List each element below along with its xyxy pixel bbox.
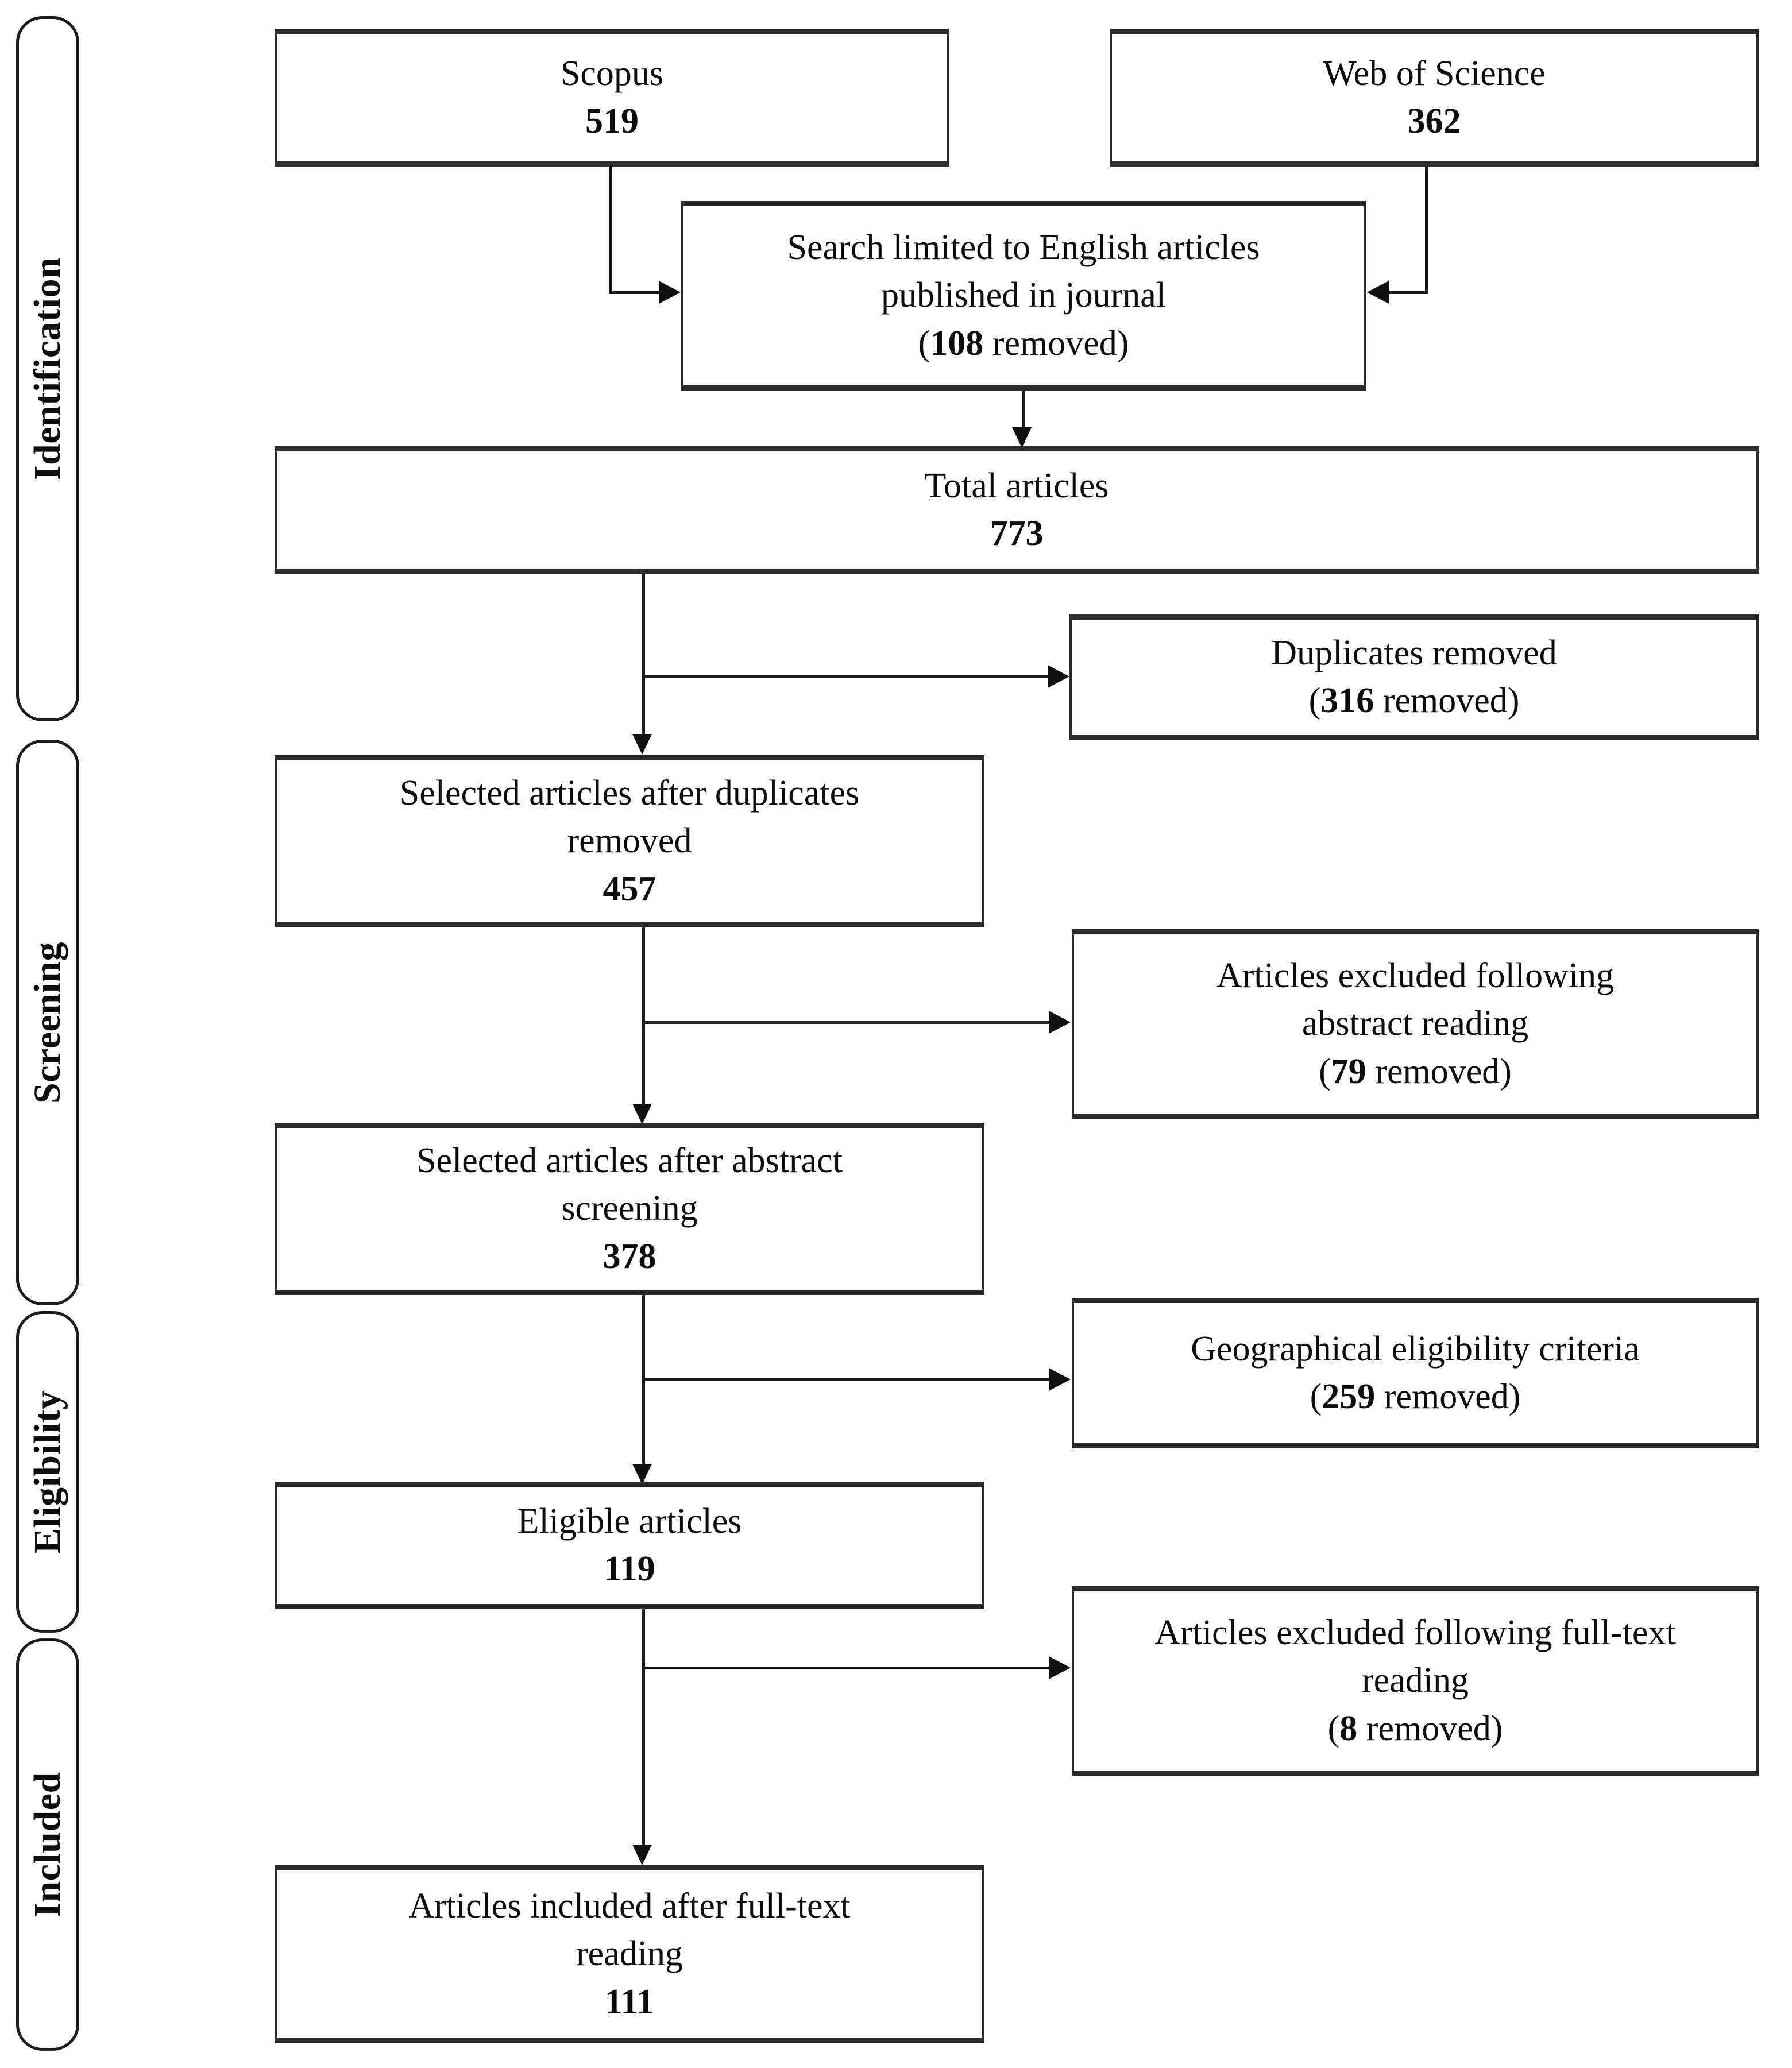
- box-geographical-eligibility: Geographical eligibility criteria (259 r…: [1072, 1298, 1759, 1448]
- stage-panel-included: Included: [16, 1638, 79, 2051]
- arrowhead-to-eligible-articles: [632, 1464, 652, 1485]
- connector-selected-dup-to-excluded: [642, 1021, 1051, 1024]
- excluded-abstract-removed-suffix: removed): [1366, 1052, 1512, 1091]
- box-included-fulltext-line-2: reading: [576, 1934, 683, 1974]
- box-excluded-fulltext: Articles excluded following full-text re…: [1072, 1586, 1759, 1776]
- geo-removed-count: 259: [1322, 1377, 1376, 1416]
- connector-eligible-vertical: [642, 1609, 645, 1849]
- arrowhead-to-excluded-abstract: [1049, 1011, 1071, 1034]
- arrowhead-to-included-fulltext: [632, 1845, 652, 1865]
- connector-wos-horizontal: [1389, 291, 1428, 294]
- arrowhead-to-selected-abstract: [632, 1104, 652, 1124]
- box-selected-after-abstract: Selected articles after abstract screeni…: [275, 1123, 984, 1295]
- geo-paren-open: (: [1310, 1377, 1322, 1416]
- box-total-articles: Total articles 773: [275, 446, 1759, 574]
- box-search-limited: Search limited to English articles publi…: [681, 201, 1366, 391]
- box-total-articles-title: Total articles: [924, 466, 1109, 505]
- box-search-limited-removed: (108 removed): [918, 320, 1129, 368]
- box-selected-after-duplicates-line-2: removed: [567, 821, 692, 861]
- excluded-abstract-removed-count: 79: [1330, 1052, 1366, 1091]
- stage-label-included: Included: [26, 1772, 68, 1918]
- connector-selected-abs-vertical: [642, 1295, 645, 1468]
- arrowhead-scopus-to-search: [659, 281, 681, 304]
- arrowhead-to-excluded-fulltext: [1049, 1656, 1071, 1679]
- stage-panel-screening: Screening: [16, 740, 79, 1305]
- stage-label-eligibility: Eligibility: [26, 1390, 68, 1554]
- box-duplicates-removed-count: (316 removed): [1309, 677, 1520, 725]
- box-web-of-science-count: 362: [1407, 102, 1461, 141]
- stage-label-screening: Screening: [26, 941, 68, 1104]
- stage-label-identification: Identification: [26, 257, 68, 481]
- box-eligible-articles-title: Eligible articles: [517, 1501, 742, 1541]
- box-excluded-abstract: Articles excluded following abstract rea…: [1072, 929, 1759, 1119]
- box-excluded-fulltext-line-1: Articles excluded following full-text: [1154, 1613, 1676, 1653]
- box-selected-after-abstract-count: 378: [603, 1236, 656, 1276]
- excluded-fulltext-paren-open: (: [1327, 1708, 1340, 1748]
- box-scopus-title: Scopus: [560, 53, 664, 93]
- box-eligible-articles: Eligible articles 119: [275, 1482, 984, 1609]
- arrowhead-total-to-selected-duplicates: [632, 734, 652, 755]
- arrowhead-total-to-duplicates: [1048, 665, 1069, 688]
- connector-eligible-to-excluded-fulltext: [642, 1667, 1051, 1669]
- box-excluded-abstract-line-2: abstract reading: [1301, 1004, 1529, 1043]
- box-excluded-abstract-line-1: Articles excluded following: [1216, 956, 1615, 996]
- stage-panel-identification: Identification: [16, 16, 79, 721]
- geo-removed-suffix: removed): [1375, 1377, 1521, 1416]
- connector-scopus-horizontal: [609, 291, 661, 294]
- duplicates-removed-suffix: removed): [1374, 681, 1520, 720]
- box-excluded-fulltext-count: (8 removed): [1328, 1705, 1503, 1753]
- box-selected-after-abstract-line-1: Selected articles after abstract: [416, 1141, 843, 1181]
- box-search-limited-line-2: published in journal: [881, 276, 1166, 315]
- duplicates-paren-open: (: [1308, 681, 1321, 720]
- arrowhead-to-geographical-eligibility: [1049, 1368, 1071, 1391]
- connector-selected-dup-vertical: [642, 927, 645, 1108]
- box-web-of-science: Web of Science 362: [1110, 29, 1759, 167]
- box-selected-after-duplicates-line-1: Selected articles after duplicates: [399, 774, 860, 813]
- box-included-fulltext-line-1: Articles included after full-text: [408, 1887, 851, 1926]
- search-limited-removed-count: 108: [930, 323, 984, 363]
- connector-scopus-vertical: [609, 167, 612, 294]
- box-excluded-fulltext-line-2: reading: [1362, 1661, 1469, 1700]
- box-selected-after-duplicates: Selected articles after duplicates remov…: [275, 755, 984, 927]
- excluded-abstract-paren-open: (: [1319, 1052, 1331, 1091]
- connector-search-to-total: [1022, 391, 1025, 443]
- box-scopus-count: 519: [585, 102, 639, 141]
- excluded-fulltext-removed-suffix: removed): [1357, 1708, 1503, 1748]
- arrowhead-search-to-total: [1012, 427, 1032, 448]
- box-geographical-eligibility-title: Geographical eligibility criteria: [1191, 1329, 1640, 1369]
- box-geographical-eligibility-count: (259 removed): [1310, 1373, 1521, 1421]
- search-limited-removed-suffix: removed): [983, 323, 1129, 363]
- box-duplicates-removed-title: Duplicates removed: [1271, 633, 1557, 672]
- excluded-fulltext-removed-count: 8: [1339, 1708, 1358, 1748]
- box-duplicates-removed: Duplicates removed (316 removed): [1069, 614, 1759, 740]
- connector-selected-abs-to-geo: [642, 1378, 1051, 1381]
- box-web-of-science-title: Web of Science: [1323, 53, 1546, 93]
- box-excluded-abstract-count: (79 removed): [1319, 1048, 1512, 1096]
- connector-wos-vertical: [1425, 167, 1428, 294]
- box-total-articles-count: 773: [990, 514, 1044, 553]
- search-limited-paren-open: (: [918, 323, 930, 363]
- connector-total-vertical: [642, 574, 645, 738]
- arrowhead-wos-to-search: [1367, 281, 1389, 304]
- connector-total-to-duplicates: [642, 675, 1050, 678]
- box-selected-after-duplicates-count: 457: [603, 869, 656, 909]
- box-scopus: Scopus 519: [275, 29, 949, 167]
- box-eligible-articles-count: 119: [604, 1549, 655, 1588]
- stage-panel-eligibility: Eligibility: [16, 1311, 79, 1633]
- duplicates-removed-count: 316: [1320, 681, 1374, 720]
- box-search-limited-line-1: Search limited to English articles: [787, 228, 1260, 268]
- box-included-fulltext-count: 111: [604, 1982, 655, 2021]
- box-selected-after-abstract-line-2: screening: [561, 1189, 698, 1228]
- box-included-fulltext: Articles included after full-text readin…: [275, 1865, 984, 2043]
